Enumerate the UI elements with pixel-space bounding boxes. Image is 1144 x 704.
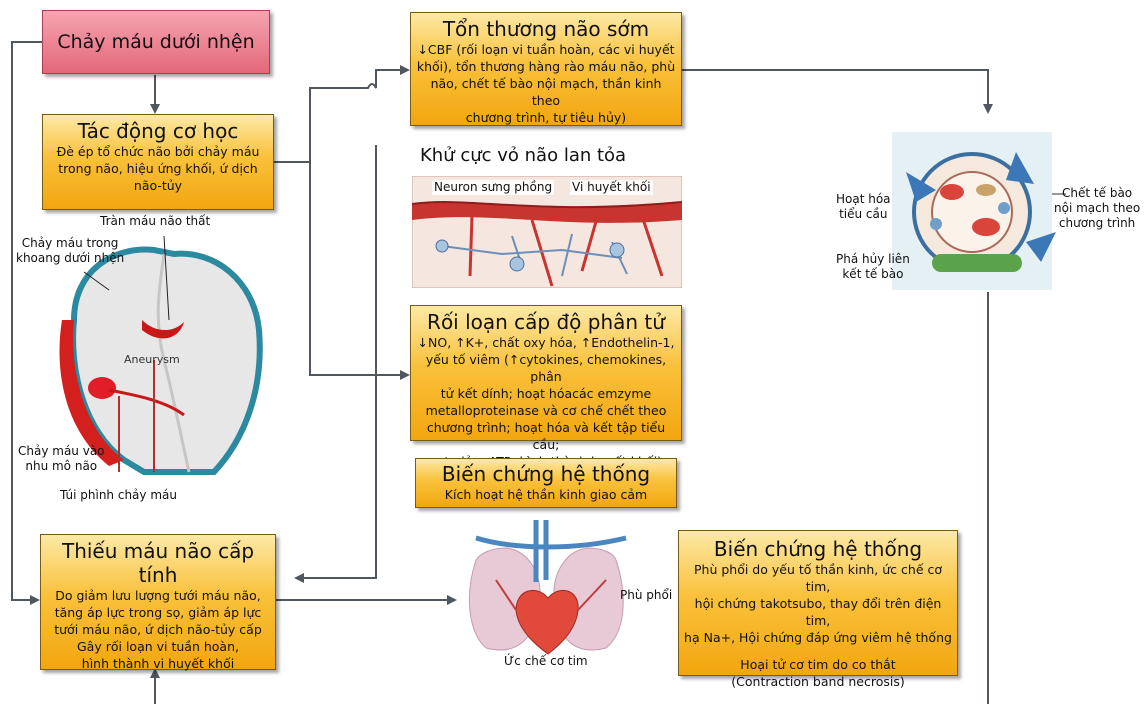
- arrow-back-ischemia: [296, 145, 376, 578]
- early-injury-box: Tổn thương não sớm ↓CBF (rối loạn vi tuầ…: [410, 12, 682, 126]
- cells-illustration: Hoạt hóa tiểu cầu Phá hủy liên kết tế bà…: [836, 132, 1142, 292]
- cells-platelet-line: Hoạt hóa: [836, 192, 891, 207]
- brain-parenchyma-line: Chảy máu vào: [18, 444, 105, 459]
- cells-junction-line: kết tế bào: [836, 267, 910, 282]
- ischemia-line: Do giảm lưu lượng tưới máu não,: [41, 587, 275, 604]
- cells-junction-line: Phá hủy liên: [836, 252, 910, 267]
- early-injury-line: khối), tổn thương hàng rào máu não, phù: [411, 58, 681, 75]
- arrow-to-molecular: [310, 162, 408, 375]
- brain-illustration: Tràn máu não thất Chảy máu trong khoang …: [14, 210, 284, 500]
- ischemia-title: Thiếu máu não cấp tính: [41, 539, 275, 587]
- mechanical-box: Tác động cơ học Đè ép tổ chức não bởi ch…: [42, 114, 274, 210]
- systemic-2-line: hội chứng takotsubo, thay đổi trên điện …: [679, 595, 957, 629]
- early-injury-line: não, chết tế bào nội mạch, thần kinh the…: [411, 75, 681, 109]
- sah-title: Chảy máu dưới nhện: [43, 11, 269, 73]
- brain-parenchyma-line: nhu mô não: [18, 459, 105, 474]
- early-injury-line: chương trình, tự tiêu hủy): [411, 109, 681, 126]
- molecular-line: tử kết dính; hoạt hóacác emzyme: [411, 385, 681, 402]
- brain-subarachnoid-line: khoang dưới nhện: [16, 251, 124, 266]
- ischemia-box: Thiếu máu não cấp tính Do giảm lưu lượng…: [40, 534, 276, 670]
- systemic-box-1: Biến chứng hệ thống Kích hoạt hệ thần ki…: [415, 458, 677, 508]
- mechanical-line: trong não, hiệu ứng khối, ứ dịch: [43, 160, 273, 177]
- neuron-illustration: Neuron sưng phồng Vi huyết khối: [412, 176, 682, 288]
- heart-illustration: Phù phổi Ức chế cơ tim: [456, 520, 678, 680]
- early-injury-line: ↓CBF (rối loạn vi tuần hoàn, các vi huyế…: [411, 41, 681, 58]
- brain-parenchyma-label: Chảy máu vào nhu mô não: [18, 444, 105, 474]
- arrow-to-early: [310, 70, 408, 162]
- brain-subarachnoid-label: Chảy máu trong khoang dưới nhện: [16, 236, 124, 266]
- mechanical-line: Đè ép tổ chức não bởi chảy máu: [43, 143, 273, 160]
- cells-endothelial-line: chương trình: [1054, 216, 1140, 231]
- ischemia-line: tưới máu não, ứ dịch não-tủy cấp: [41, 621, 275, 638]
- sah-box: Chảy máu dưới nhện: [42, 10, 270, 74]
- systemic-box-2: Biến chứng hệ thống Phù phổi do yếu tố t…: [678, 530, 958, 676]
- cells-junction-label: Phá hủy liên kết tế bào: [836, 252, 910, 282]
- systemic-2-line: [679, 646, 957, 656]
- early-injury-title: Tổn thương não sớm: [411, 17, 681, 41]
- neuron-swollen-label: Neuron sưng phồng: [432, 180, 554, 195]
- systemic-2-line: Hoại tử cơ tim do co thắt: [679, 656, 957, 673]
- molecular-line: chương trình; hoạt hóa và kết tập tiểu c…: [411, 419, 681, 453]
- arrow-early-cells: [682, 70, 988, 112]
- ischemia-line: hình thành vi huyết khối: [41, 655, 275, 672]
- molecular-box: Rối loạn cấp độ phân tử ↓NO, ↑K+, chất o…: [410, 305, 682, 441]
- systemic-1-line: Kích hoạt hệ thần kinh giao cảm: [416, 486, 676, 503]
- ischemia-line: Gây rối loạn vi tuần hoàn,: [41, 638, 275, 655]
- brain-aneurysm-label: Aneurysm: [124, 352, 180, 367]
- brain-ventricle-label: Tràn máu não thất: [100, 214, 210, 229]
- systemic-2-line: hạ Na+, Hội chứng đáp ứng viêm hệ thống: [679, 629, 957, 646]
- mechanical-line: não-tủy: [43, 177, 273, 194]
- cells-endothelial-line: nội mạch theo: [1054, 201, 1140, 216]
- cells-endothelial-line: Chết tế bào: [1054, 186, 1140, 201]
- cells-platelet-label: Hoạt hóa tiểu cầu: [836, 192, 891, 222]
- molecular-title: Rối loạn cấp độ phân tử: [411, 310, 681, 334]
- spreading-title: Khử cực vỏ não lan tỏa: [420, 145, 626, 167]
- neuron-microthrombi-label: Vi huyết khối: [570, 180, 653, 195]
- mechanical-title: Tác động cơ học: [43, 119, 273, 143]
- ischemia-line: tăng áp lực trong sọ, giảm áp lực: [41, 604, 275, 621]
- systemic-1-title: Biến chứng hệ thống: [416, 462, 676, 486]
- cells-platelet-line: tiểu cầu: [836, 207, 891, 222]
- heart-myocardial-label: Ức chế cơ tim: [504, 654, 588, 669]
- heart-lung-label: Phù phổi: [620, 588, 672, 603]
- brain-ruptured-label: Túi phình chảy máu: [60, 488, 177, 503]
- brain-subarachnoid-line: Chảy máu trong: [16, 236, 124, 251]
- systemic-2-line: (Contraction band necrosis): [679, 673, 957, 690]
- systemic-2-line: Phù phổi do yếu tố thần kinh, ức chế cơ …: [679, 561, 957, 595]
- cells-endothelial-label: Chết tế bào nội mạch theo chương trình: [1054, 186, 1140, 231]
- molecular-line: ↓NO, ↑K+, chất oxy hóa, ↑Endothelin-1,: [411, 334, 681, 351]
- molecular-line: metalloproteinase và cơ chế chết theo: [411, 402, 681, 419]
- systemic-2-title: Biến chứng hệ thống: [679, 537, 957, 561]
- molecular-line: yếu tố viêm (↑cytokines, chemokines, phâ…: [411, 351, 681, 385]
